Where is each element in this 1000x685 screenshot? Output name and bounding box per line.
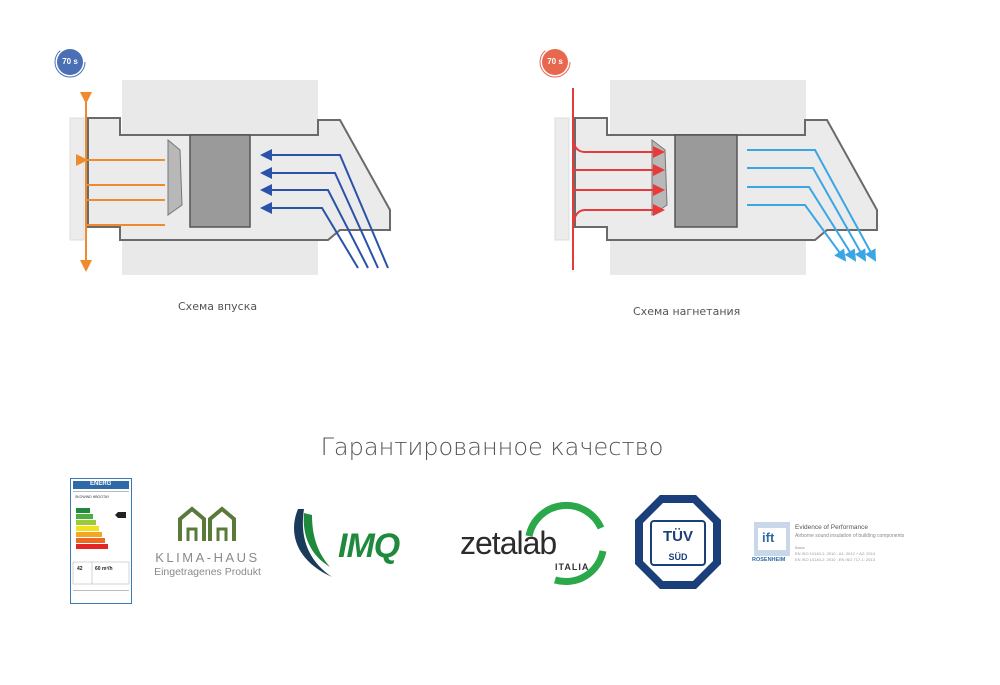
energy-label-logo: ENERG SKOWIND HBOOTAY 42 60 m³/h [70,478,132,604]
ift-basis-label: Basis [795,545,805,550]
tuv-logo-text: TÜV [663,528,693,545]
imq-swoosh-icon [290,505,340,585]
ift-standard-1: EN ISO 10140-1: 2010 - A1: 2012 + A2: 20… [795,551,876,556]
intake-caption: Схема впуска [178,300,258,313]
energy-label-row: SKOWIND HBOOTAY [75,495,110,499]
energy-label-header: ENERG [90,481,112,487]
tuv-logo-subtext: SÜD [668,552,688,562]
section-title: Гарантированное качество [320,433,664,461]
zetalab-subtitle: ITALIA [555,562,590,572]
intake-diagram: 70 s [50,40,410,290]
timer-label-intake: 70 s [62,57,78,66]
exhaust-diagram: 70 s [525,40,885,290]
ift-mark-text: ift [762,530,775,545]
ift-subtitle: Airborne sound insulation of building co… [795,533,905,539]
timer-badge-exhaust [542,49,568,75]
ift-title: Evidence of Performance [795,524,868,531]
zetalab-logo-text: zetalab [460,525,557,561]
tuv-octagon-icon [633,493,723,596]
timer-label-exhaust: 70 s [547,57,563,66]
ift-standard-2: EN ISO 10140-2: 2010 ; EN ISO 717-1: 201… [795,557,875,562]
zetalab-ring-icon [515,496,615,593]
klima-haus-subtitle: Eingetragenes Produkt [154,566,261,578]
klima-haus-icon [176,505,238,550]
imq-logo-text: IMQ [338,527,400,565]
ift-city: ROSENHEIM [752,557,786,563]
klima-haus-name: KLIMA-HAUS [155,550,260,565]
exhaust-caption: Схема нагнетания [633,305,741,318]
timer-badge-intake [57,49,83,75]
energy-label-value-left: 42 [77,566,83,572]
energy-label-value-right: 60 m³/h [95,566,113,572]
ift-mark-icon [754,522,790,561]
